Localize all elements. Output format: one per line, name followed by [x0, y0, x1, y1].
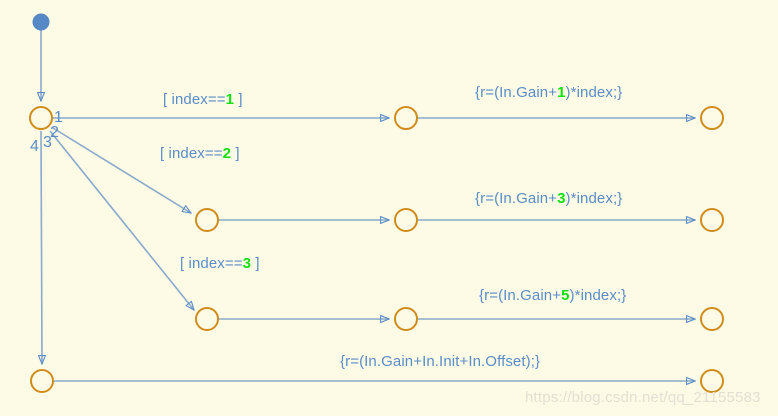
row3-end-junction	[700, 307, 724, 331]
row2-middle-junction	[394, 208, 418, 232]
row3-start-junction	[195, 307, 219, 331]
condition-index-3-label: [ index==3 ]	[180, 256, 260, 271]
branch-order-3: 3	[43, 134, 52, 151]
action-row-4-prefix: {r=(In.Gain+In.Init+In.Offset);}	[340, 353, 541, 370]
decision-junction	[29, 106, 53, 130]
condition-index-2-prefix: [ index==	[160, 145, 223, 162]
row1-middle-junction	[394, 106, 418, 130]
row4-start-junction	[30, 369, 54, 393]
action-row-4-label: {r=(In.Gain+In.Init+In.Offset);}	[340, 354, 540, 369]
row2-end-junction	[700, 208, 724, 232]
condition-index-3-suffix: ]	[251, 255, 260, 272]
row2-start-junction	[195, 208, 219, 232]
condition-index-1-prefix: [ index==	[163, 91, 226, 108]
action-row-3-label: {r=(In.Gain+5)*index;}	[479, 288, 626, 303]
branch-order-2: 2	[50, 124, 59, 141]
action-row-1-prefix: {r=(In.Gain+	[475, 84, 558, 101]
action-row-1-suffix: )*index;}	[565, 84, 623, 101]
default-transition-dot	[32, 13, 50, 31]
action-row-3-suffix: )*index;}	[569, 287, 627, 304]
branch-order-4: 4	[30, 138, 39, 155]
transition-branch-2a	[52, 127, 191, 213]
condition-index-3-prefix: [ index==	[180, 255, 243, 272]
csdn-watermark: https://blog.csdn.net/qq_21155583	[525, 389, 761, 406]
action-row-2-suffix: )*index;}	[565, 190, 623, 207]
action-row-1-value: 1	[557, 84, 566, 101]
action-row-2-label: {r=(In.Gain+3)*index;}	[475, 191, 622, 206]
action-row-2-prefix: {r=(In.Gain+	[475, 190, 558, 207]
condition-index-2-suffix: ]	[231, 145, 240, 162]
condition-index-1-suffix: ]	[234, 91, 243, 108]
condition-index-2-value: 2	[222, 145, 232, 162]
branch-order-1: 1	[54, 109, 63, 126]
action-row-2-value: 3	[557, 190, 566, 207]
action-row-3-prefix: {r=(In.Gain+	[479, 287, 562, 304]
row3-middle-junction	[394, 307, 418, 331]
row1-end-junction	[700, 106, 724, 130]
condition-index-3-value: 3	[242, 255, 252, 272]
transition-branch-4a	[41, 130, 42, 364]
condition-index-1-value: 1	[225, 91, 235, 108]
condition-index-2-label: [ index==2 ]	[160, 146, 240, 161]
condition-index-1-label: [ index==1 ]	[163, 92, 243, 107]
action-row-1-label: {r=(In.Gain+1)*index;}	[475, 85, 622, 100]
action-row-3-value: 5	[561, 287, 570, 304]
